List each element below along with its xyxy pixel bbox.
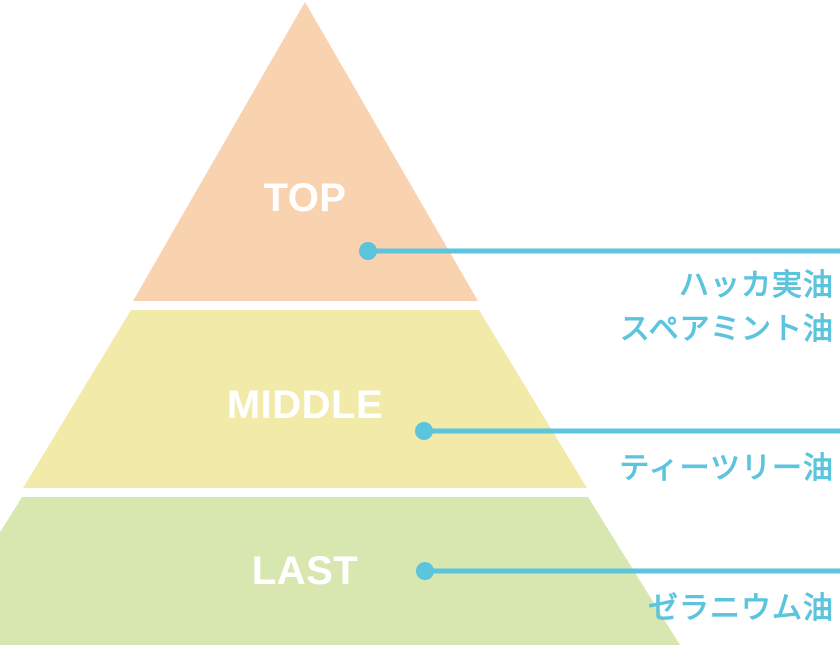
pyramid-tier-top-shape bbox=[133, 2, 478, 301]
note-top-line-1: ハッカ実油 bbox=[679, 269, 834, 302]
pyramid-tier-middle-shape bbox=[23, 310, 587, 488]
connector-dot-top bbox=[359, 242, 377, 260]
note-group-top: ハッカ実油 スペアミント油 bbox=[620, 264, 834, 351]
connector-dot-last bbox=[416, 562, 434, 580]
connector-dot-middle bbox=[415, 422, 433, 440]
note-middle-line-1: ティーツリー油 bbox=[619, 452, 834, 485]
pyramid-tier-last-shape bbox=[0, 497, 680, 645]
tier-label-last: LAST bbox=[251, 549, 359, 593]
tier-label-top: TOP bbox=[263, 176, 347, 220]
tier-label-middle: MIDDLE bbox=[226, 383, 384, 427]
note-last-line-1: ゼラニウム油 bbox=[648, 592, 834, 625]
note-group-last: ゼラニウム油 bbox=[648, 583, 834, 627]
note-top-line-2: スペアミント油 bbox=[619, 312, 834, 346]
note-group-middle: ティーツリー油 bbox=[619, 443, 834, 487]
